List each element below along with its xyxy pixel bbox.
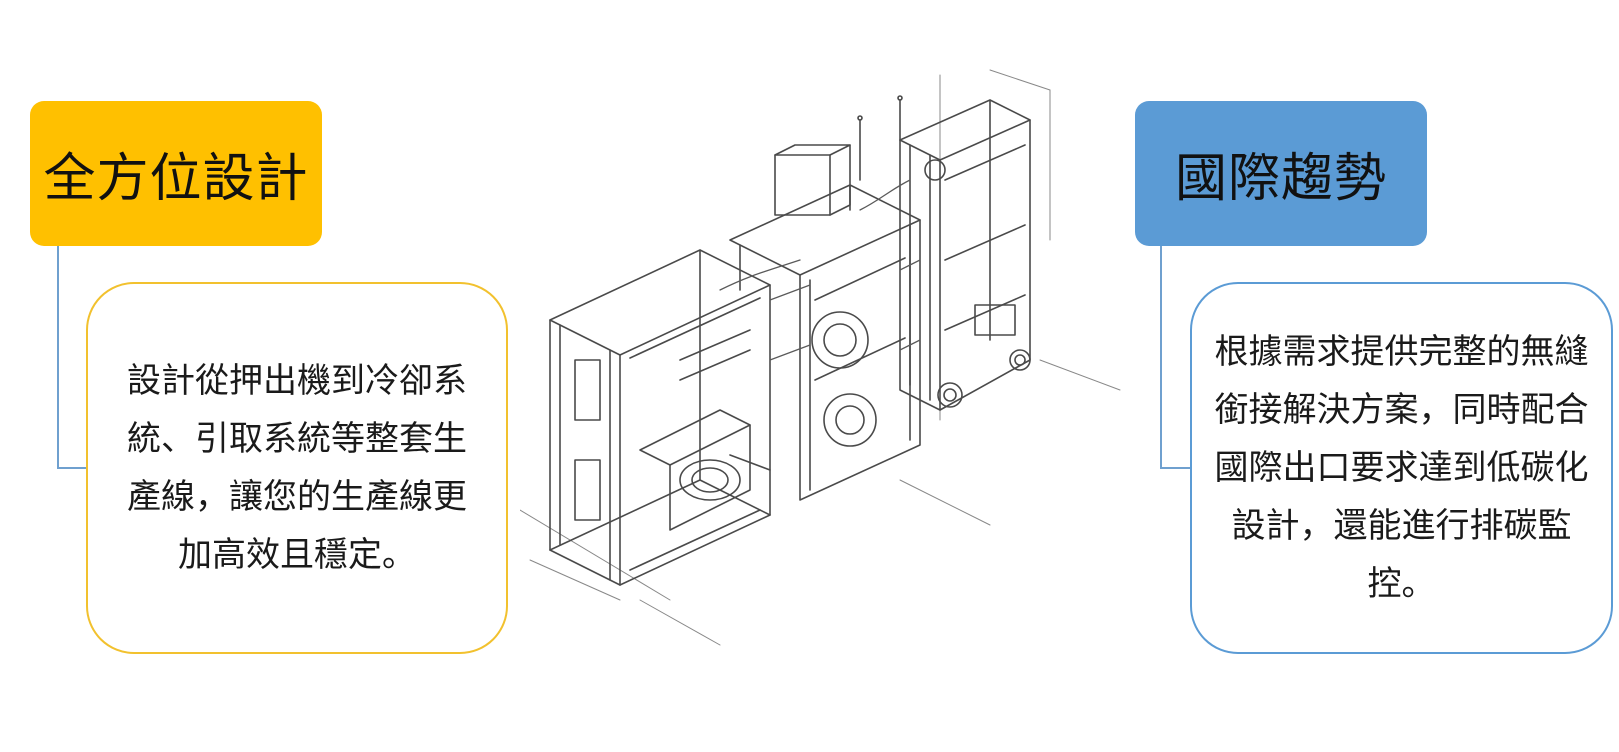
right-description-box: 根據需求提供完整的無縫銜接解決方案，同時配合國際出口要求達到低碳化設計，還能進行…: [1190, 282, 1613, 654]
left-title-box: 全方位設計: [30, 101, 322, 246]
front-cabinet: [549, 249, 771, 586]
right-title-box: 國際趨勢: [1135, 101, 1427, 246]
left-title-text: 全方位設計: [43, 149, 309, 209]
middle-cabinet: [729, 144, 921, 501]
right-title-text: 國際趨勢: [1174, 149, 1387, 209]
left-description-text: 設計從押出機到冷卻系統、引取系統等整套生產線，讓您的生產線更加高效且穩定。: [127, 361, 467, 575]
rear-frame: [857, 95, 1031, 411]
pipes: [719, 179, 921, 361]
right-connector-line: [1160, 246, 1190, 469]
left-description-box: 設計從押出機到冷卻系統、引取系統等整套生產線，讓您的生產線更加高效且穩定。: [86, 282, 508, 654]
machine-drawing-svg: [519, 69, 1121, 646]
right-description-text: 根據需求提供完整的無縫銜接解決方案，同時配合國際出口要求達到低碳化設計，還能進行…: [1214, 332, 1589, 604]
left-connector-line: [57, 246, 86, 469]
machine-line-drawing: [519, 60, 1130, 660]
